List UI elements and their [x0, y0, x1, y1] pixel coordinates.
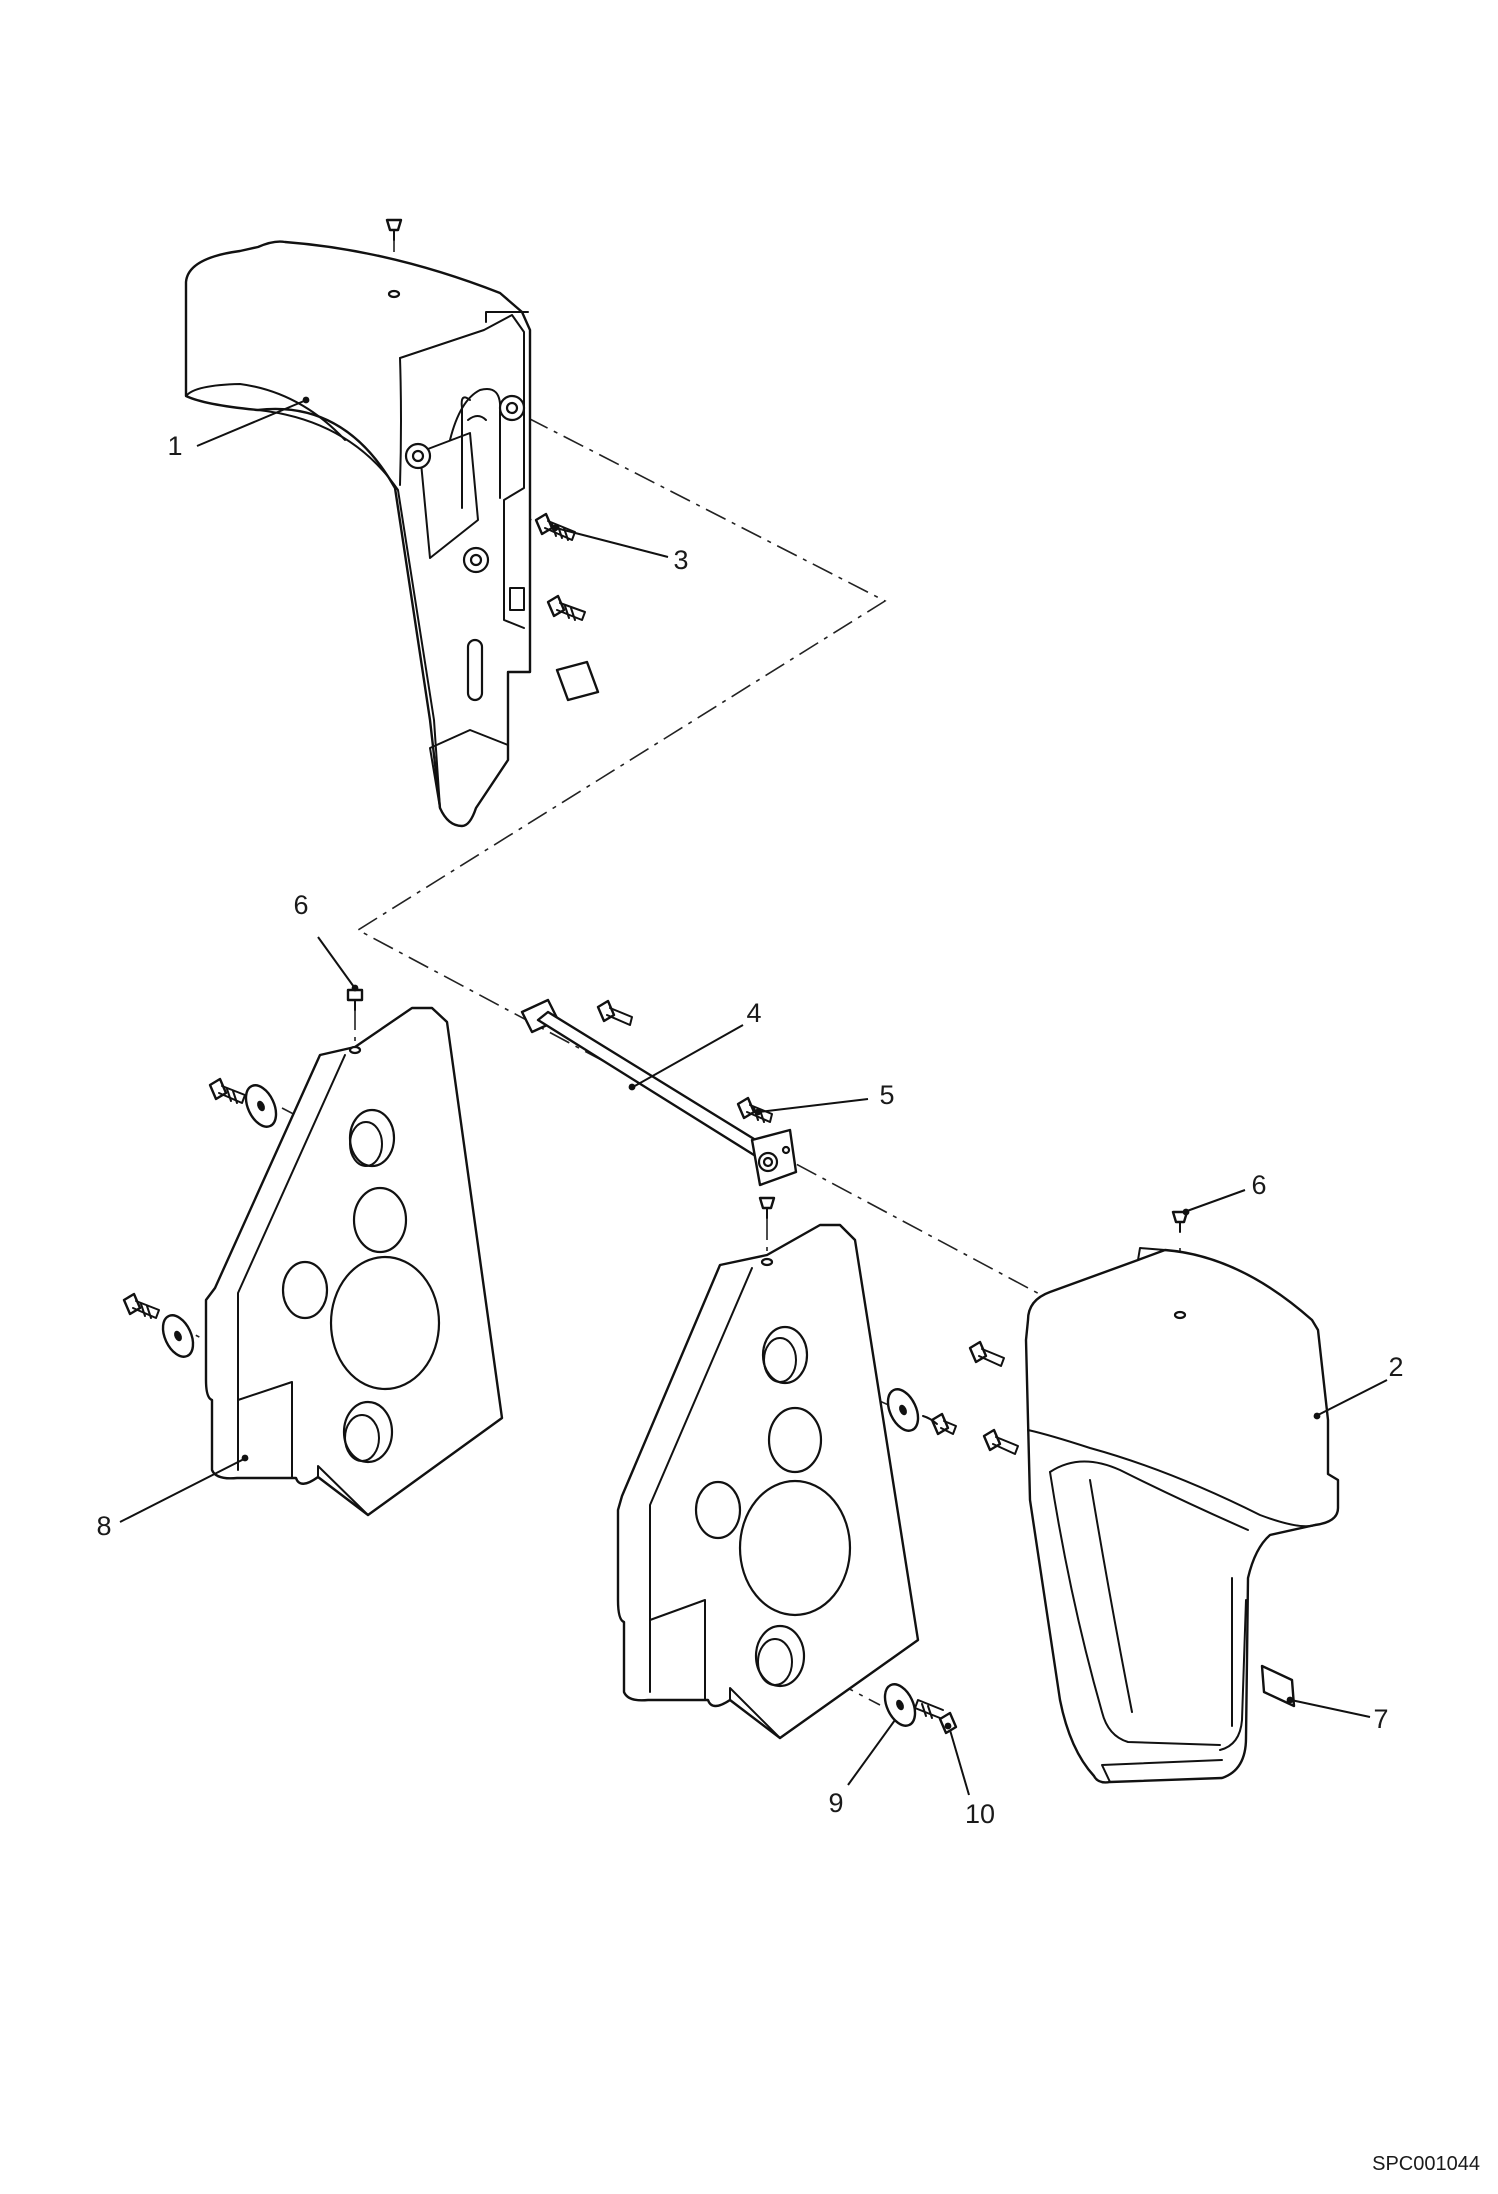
- cap-bolt-6-right: [1171, 1208, 1190, 1233]
- bolt-3: [534, 512, 576, 541]
- cap-bolt-6-left: [346, 984, 364, 1011]
- callout-6-left: 6: [293, 890, 308, 920]
- bolt-centre-mid: [922, 1412, 957, 1436]
- bolt-left-upper: [208, 1077, 246, 1104]
- callout-3: 3: [673, 545, 688, 575]
- part-2-right-cover: [1024, 1247, 1340, 1784]
- washers: [161, 1084, 920, 1727]
- part-7-decal: [1260, 1664, 1296, 1708]
- part-1-upper-cover: [184, 240, 600, 828]
- callout-1: 1: [167, 431, 182, 461]
- part-4-shaft: [520, 998, 798, 1187]
- callout-6-right: 6: [1251, 1170, 1266, 1200]
- bolt-left-lower: [122, 1292, 160, 1319]
- washer-9: [883, 1683, 917, 1727]
- callout-7: 7: [1373, 1704, 1388, 1734]
- callout-9: 9: [828, 1788, 843, 1818]
- bolts: [122, 512, 1019, 1735]
- callout-10: 10: [965, 1799, 995, 1829]
- callout-2: 2: [1388, 1352, 1403, 1382]
- cap-bolts: [346, 218, 1190, 1233]
- part-8-left-plate: [204, 1006, 504, 1517]
- leader-lines: [119, 400, 1388, 1796]
- bolt-shaft-left: [596, 999, 633, 1026]
- bolt-10: [914, 1699, 958, 1735]
- cap-bolt-centre: [758, 1196, 776, 1219]
- callout-4: 4: [746, 998, 761, 1028]
- bolt-right-lower: [982, 1428, 1019, 1455]
- washer-left-upper: [244, 1084, 278, 1128]
- drawing-code: SPC001044: [1372, 2153, 1480, 2175]
- cap-bolt-top: [385, 218, 403, 241]
- callout-labels: 1 2 3 4 5 6 6 7 8 9 10: [96, 431, 1403, 1829]
- washer-centre: [886, 1388, 920, 1432]
- callout-8: 8: [96, 1511, 111, 1541]
- part-8-centre-plate: [616, 1223, 920, 1740]
- bolt-5: [736, 1096, 773, 1123]
- bolt-upper-2: [546, 594, 586, 621]
- callout-5: 5: [879, 1080, 894, 1110]
- bolt-right-upper: [968, 1340, 1005, 1367]
- washer-left-lower: [161, 1314, 195, 1358]
